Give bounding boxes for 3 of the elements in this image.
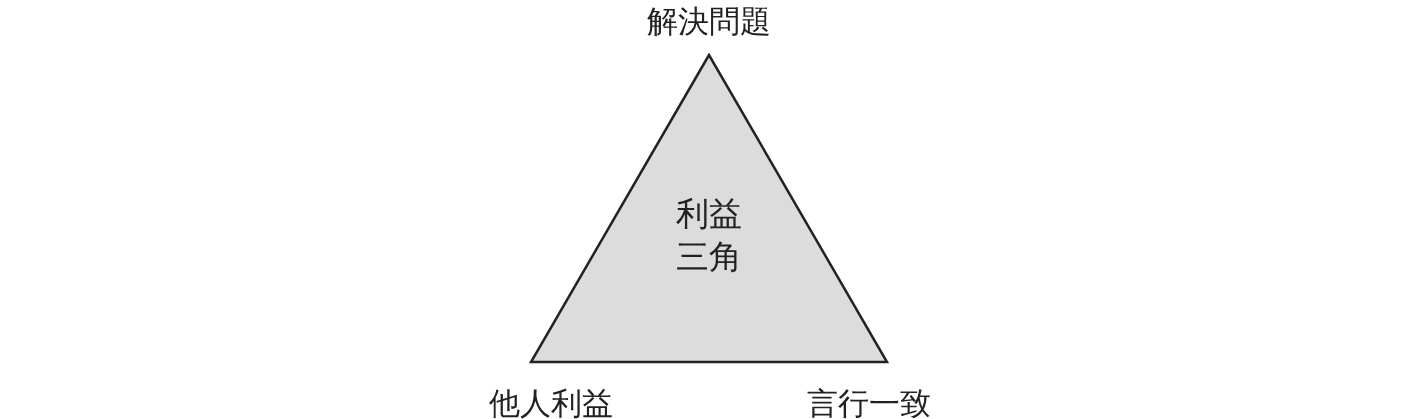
vertex-label: 他人利益 <box>489 388 613 419</box>
triangle-label: 利益三角 <box>675 193 743 278</box>
vertex-label: 言行一致 <box>807 388 931 419</box>
